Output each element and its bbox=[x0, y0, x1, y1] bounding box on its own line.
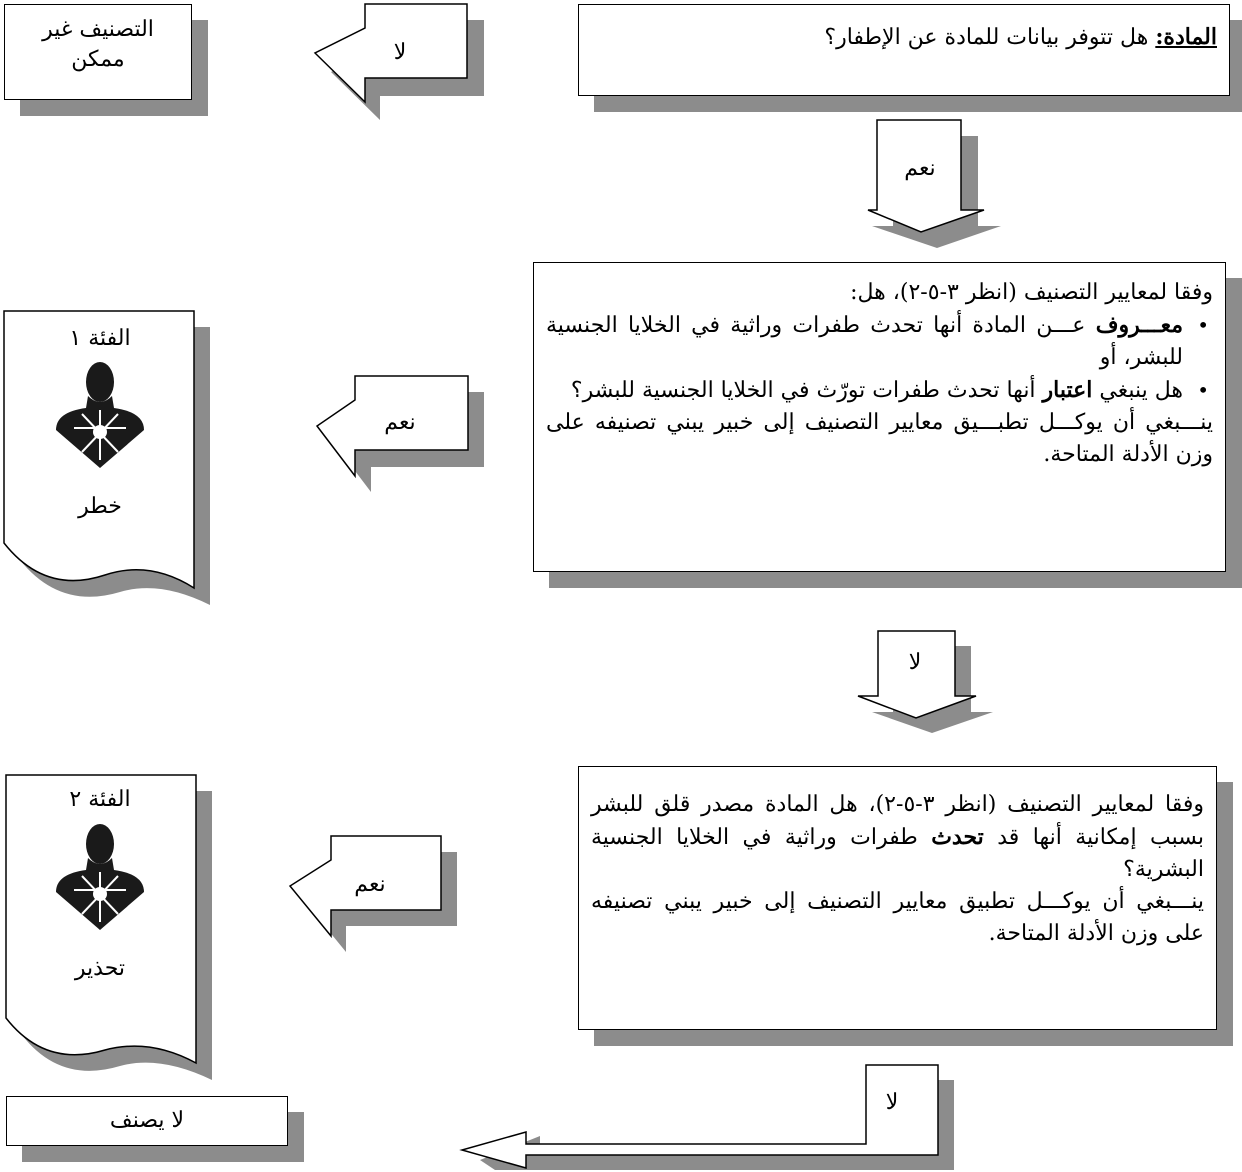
question-box-3: وفقا لمعايير التصنيف (انظر ٣-٥-٢)، هل ال… bbox=[578, 766, 1217, 1030]
criteria-item-regarded: هل ينبغي اعتبار أنها تحدث طفرات تورّث في… bbox=[546, 374, 1209, 407]
health-hazard-icon bbox=[56, 362, 144, 468]
known-text: عـــن المادة أنها تحدث طفرات وراثية في ا… bbox=[546, 313, 1183, 370]
box3-pre: وفقا لمعايير التصنيف (انظر ٣-٥-٢)، هل ال… bbox=[591, 792, 1205, 850]
question-box-2: وفقا لمعايير التصنيف (انظر ٣-٥-٢)، هل: م… bbox=[533, 262, 1226, 572]
arrow-label-no-down-2: لا bbox=[908, 650, 922, 675]
arrow-yes-down-1 bbox=[867, 119, 1001, 248]
health-hazard-icon bbox=[56, 824, 144, 930]
arrow-label-yes-left-2: نعم bbox=[354, 872, 386, 897]
regarded-bold: اعتبار bbox=[1042, 377, 1093, 403]
question-1-text: هل تتوفر بيانات للمادة عن الإطفار؟ bbox=[824, 25, 1156, 50]
not-possible-line2: ممكن bbox=[71, 47, 125, 72]
box3-post: طفرات وراثية في الخلايا الجنسية البشرية؟ bbox=[591, 825, 1204, 882]
arrow-no-elbow bbox=[459, 1064, 954, 1170]
not-classified-label: لا يصنف bbox=[109, 1108, 185, 1133]
criteria-item-known: معـــروف عـــن المادة أنها تحدث طفرات ور… bbox=[546, 309, 1209, 374]
box2-intro: وفقا لمعايير التصنيف (انظر ٣-٥-٢)، هل: bbox=[850, 280, 1213, 305]
box2-criteria-list: معـــروف عـــن المادة أنها تحدث طفرات ور… bbox=[546, 309, 1213, 407]
cat2-signal-word: تحذير bbox=[74, 956, 126, 981]
arrow-yes-left-1 bbox=[315, 375, 484, 492]
known-bold: معـــروف bbox=[1095, 312, 1183, 338]
regarded-pre: هل ينبغي bbox=[1092, 378, 1183, 403]
cat1-category-label: الفئة ١ bbox=[69, 326, 131, 351]
question-box-1: المادة: هل تتوفر بيانات للمادة عن الإطفا… bbox=[578, 4, 1230, 96]
box3-question: وفقا لمعايير التصنيف (انظر ٣-٥-٢)، هل ال… bbox=[591, 789, 1204, 886]
substance-label: المادة: bbox=[1155, 24, 1217, 50]
arrow-label-yes-left-1: نعم bbox=[384, 410, 416, 435]
regarded-text: أنها تحدث طفرات تورّث في الخلايا الجنسية… bbox=[570, 378, 1043, 403]
not-possible-line1: التصنيف غير bbox=[42, 17, 154, 42]
arrow-no-down-2 bbox=[857, 630, 993, 733]
arrow-label-no-elbow: لا bbox=[885, 1090, 899, 1115]
arrow-yes-left-2 bbox=[288, 835, 457, 952]
arrow-no-left-top bbox=[313, 3, 484, 120]
box2-expert-note: ينـــبغي أن يوكـــل تطبـــيق معايير التص… bbox=[546, 410, 1213, 467]
cat1-signal-word: خطر bbox=[78, 494, 122, 519]
arrow-label-no-top: لا bbox=[393, 40, 407, 65]
classification-not-possible-box: التصنيف غير ممكن bbox=[4, 4, 192, 100]
box3-bold: تحدث bbox=[931, 824, 984, 850]
cat2-category-label: الفئة ٢ bbox=[69, 787, 131, 812]
not-classified-box: لا يصنف bbox=[6, 1096, 288, 1146]
box3-expert-note: ينـــبغي أن يوكـــل تطبيق معايير التصنيف… bbox=[591, 889, 1204, 946]
arrow-label-yes-down-1: نعم bbox=[904, 156, 936, 181]
